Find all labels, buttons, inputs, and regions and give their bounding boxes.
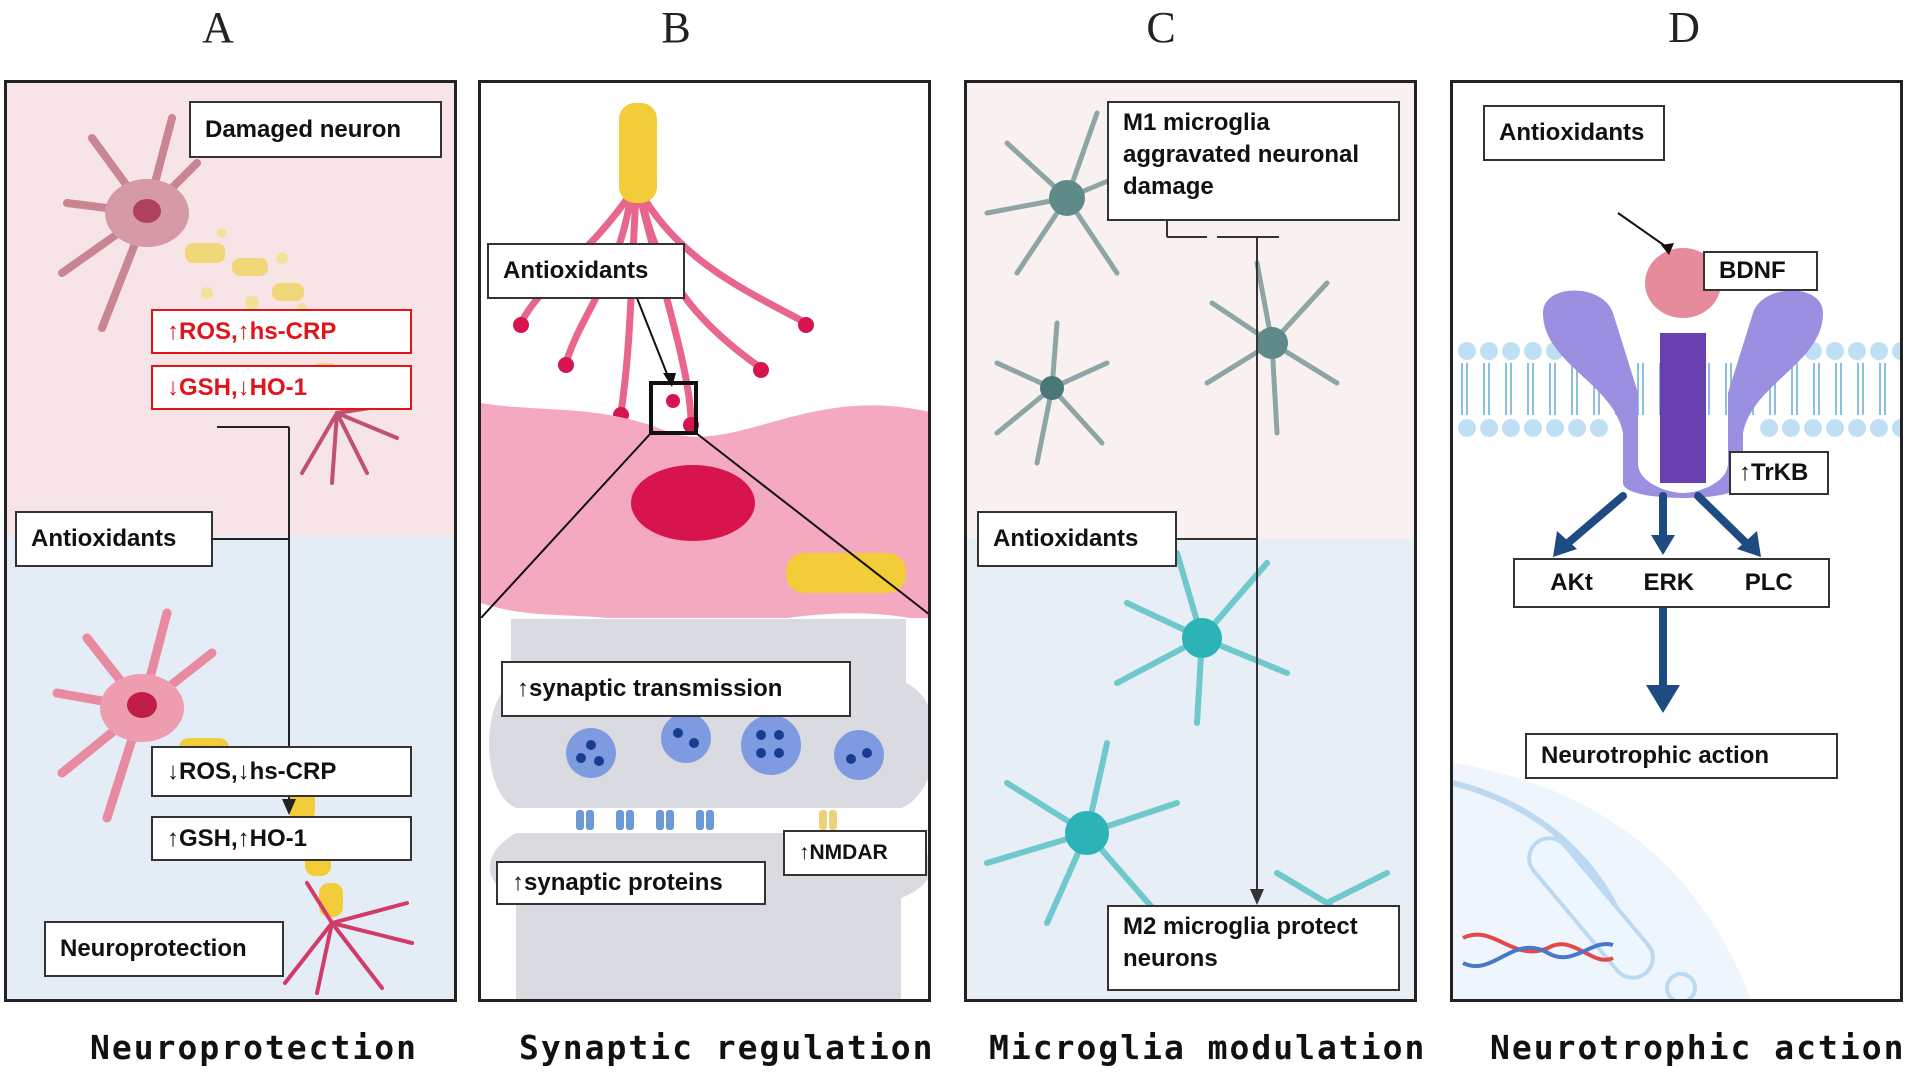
neurotrophic-action-label: Neurotrophic action [1525, 733, 1838, 779]
neuroprotection-label: Neuroprotection [44, 921, 284, 977]
panel-a: Damaged neuron ↑ROS,↑hs-CRP ↓GSH,↓HO-1 A… [4, 80, 457, 1002]
trkb-label: ↑TrKB [1729, 451, 1829, 495]
panel-b: Antioxidants ↑synaptic transmission ↑syn… [478, 80, 931, 1002]
m1-microglia-label: M1 microglia aggravated neuronal damage [1107, 101, 1400, 221]
receptor-icons [576, 810, 714, 830]
nmdar-icon [819, 810, 837, 830]
bdnf-icon [1645, 248, 1721, 318]
panel-d: Antioxidants BDNF ↑TrKB AKt ERK PLC Neur… [1450, 80, 1903, 1002]
panel-b-caption: Synaptic regulation [519, 1028, 935, 1067]
damaged-neuron-label: Damaged neuron [189, 101, 442, 158]
panel-a-letter: A [202, 3, 234, 52]
plc-label: PLC [1744, 569, 1793, 596]
m2-microglia-label: M2 microglia protect neurons [1107, 905, 1400, 991]
dna-icon [1462, 932, 1614, 969]
antioxidants-label: Antioxidants [487, 243, 685, 299]
panel-c-caption: Microglia modulation [989, 1028, 1427, 1067]
trkb-receptor-icon [1543, 290, 1823, 498]
panel-c-letter: C [1146, 3, 1176, 52]
antioxidants-label: Antioxidants [1483, 105, 1665, 161]
panel-d-caption: Neurotrophic action [1490, 1028, 1906, 1067]
gsh-down-label: ↓GSH,↓HO-1 [151, 365, 412, 410]
synaptic-transmission-label: ↑synaptic transmission [501, 661, 851, 717]
vesicle-icons [566, 713, 884, 780]
panel-b-letter: B [661, 3, 691, 52]
synaptic-proteins-label: ↑synaptic proteins [496, 861, 766, 905]
ros-up-label: ↑ROS,↑hs-CRP [151, 309, 412, 354]
panel-d-letter: D [1668, 3, 1700, 52]
vesicle-icon [1527, 836, 1655, 980]
antioxidants-label: Antioxidants [15, 511, 213, 567]
panel-c: M1 microglia aggravated neuronal damage … [964, 80, 1417, 1002]
bdnf-label: BDNF [1703, 251, 1818, 291]
signaling-targets-box: AKt ERK PLC [1513, 558, 1830, 608]
erk-label: ERK [1643, 569, 1695, 596]
akt-label: AKt [1550, 569, 1593, 596]
gsh-up-label: ↑GSH,↑HO-1 [151, 816, 412, 861]
zoom-box [649, 381, 698, 435]
antioxidants-label: Antioxidants [977, 511, 1177, 567]
panel-d-illustration [1453, 83, 1900, 999]
panel-a-caption: Neuroprotection [90, 1028, 419, 1067]
nmdar-label: ↑NMDAR [783, 830, 927, 876]
dendrite-icon [517, 189, 810, 427]
axon-icon [619, 103, 657, 203]
ros-down-label: ↓ROS,↓hs-CRP [151, 746, 412, 797]
